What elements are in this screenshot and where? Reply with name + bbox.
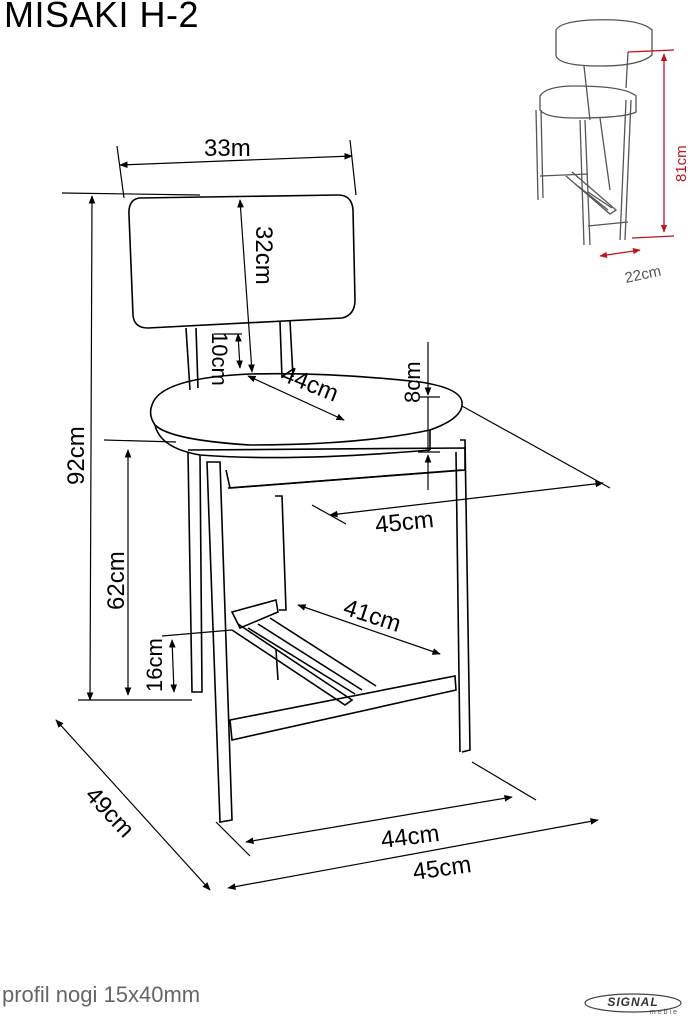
- footer-note: profil nogi 15x40mm: [2, 982, 201, 1007]
- label-seat-height: 62cm: [103, 551, 130, 610]
- label-backrest-gap: 10cm: [207, 332, 232, 386]
- label-backrest-width: 33m: [204, 135, 251, 162]
- label-total-height: 92cm: [63, 426, 90, 485]
- label-footrest-width: 41cm: [340, 594, 404, 638]
- label-seat-thickness: 8cm: [400, 361, 425, 403]
- dim-base-depth: [55, 719, 211, 891]
- front-leg: [206, 461, 233, 823]
- dim-backrest-width: [116, 139, 357, 199]
- product-title: MISAKI H-2: [4, 0, 200, 35]
- brand-logo: SIGNAL meble: [583, 992, 683, 1018]
- brand-logo-shape: [584, 993, 682, 1013]
- label-seat-depth: 44cm: [278, 361, 343, 408]
- label-base-width-inner: 44cm: [379, 820, 441, 854]
- brand-name: SIGNAL: [607, 995, 659, 1009]
- brand-sub: meble: [649, 1009, 679, 1016]
- dim-backrest-height: [237, 199, 255, 373]
- backrest: [128, 194, 356, 329]
- dim-seat-thickness: [418, 342, 440, 490]
- dim-total-height: [61, 192, 201, 701]
- inset-dim-height: [627, 49, 675, 239]
- inset-label-height: 81cm: [673, 145, 688, 182]
- dim-footrest-width: [297, 604, 441, 655]
- inset-drawing: [535, 19, 653, 246]
- dim-seat-height: [103, 439, 177, 696]
- inset-label-depth: 22cm: [623, 263, 662, 287]
- label-backrest-height: 32cm: [250, 226, 277, 285]
- dim-seat-width: [311, 405, 611, 525]
- dim-base-width-inner: [215, 761, 537, 857]
- dim-backrest-gap: [214, 333, 243, 369]
- label-seat-width: 45cm: [374, 506, 435, 539]
- dim-base-width-outer: [227, 818, 599, 890]
- label-base-width-outer: 45cm: [411, 851, 473, 886]
- label-base-depth: 49cm: [80, 782, 140, 843]
- dim-seat-depth: [247, 375, 345, 421]
- label-footrest-height: 16cm: [142, 638, 167, 692]
- seat-cushion: [149, 372, 463, 446]
- inset-dim-depth: [599, 247, 641, 259]
- dim-footrest-height: [161, 629, 233, 693]
- footrest-rail: [230, 598, 279, 630]
